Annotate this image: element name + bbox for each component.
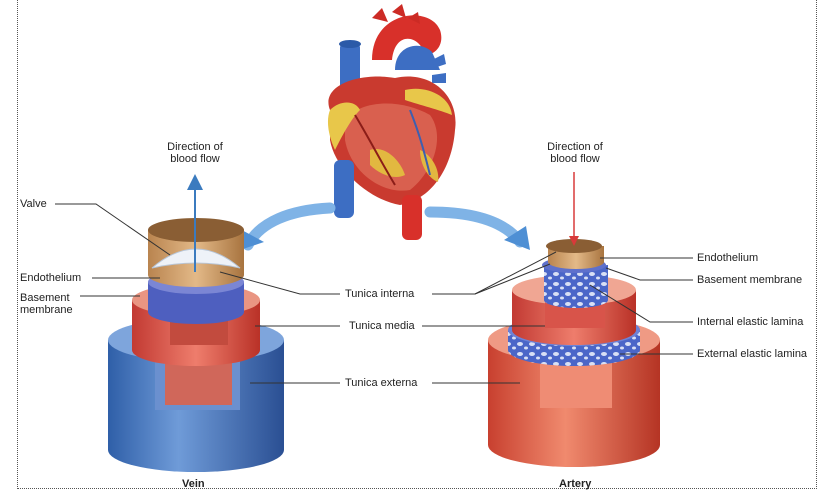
curved-arrow-to-vein bbox=[242, 202, 336, 251]
tunica-externa-label: Tunica externa bbox=[345, 377, 418, 389]
vein-illustration bbox=[108, 174, 284, 472]
vein-endothelium-label: Endothelium bbox=[20, 272, 82, 284]
heart-illustration bbox=[327, 4, 456, 240]
external-elastic-lamina-label: External elastic lamina bbox=[697, 348, 808, 360]
vein-basement-membrane-label: Basement membrane bbox=[20, 292, 73, 316]
figure-frame bbox=[17, 0, 817, 489]
vein-direction-label: Direction of blood flow bbox=[167, 141, 223, 165]
artery-illustration bbox=[488, 172, 660, 467]
artery-direction-label: Direction of blood flow bbox=[547, 141, 603, 165]
valve-label: Valve bbox=[20, 198, 47, 210]
internal-elastic-lamina-label: Internal elastic lamina bbox=[697, 316, 804, 328]
artery-caption: Artery bbox=[559, 478, 592, 490]
tunica-interna-label: Tunica interna bbox=[345, 288, 415, 300]
artery-basement-membrane-label: Basement membrane bbox=[697, 274, 803, 286]
leader-lines bbox=[55, 203, 693, 384]
tunica-media-label: Tunica media bbox=[349, 320, 415, 332]
artery-endothelium-label: Endothelium bbox=[697, 252, 759, 264]
vein-caption: Vein bbox=[182, 478, 205, 490]
curved-arrow-to-artery bbox=[424, 206, 526, 248]
